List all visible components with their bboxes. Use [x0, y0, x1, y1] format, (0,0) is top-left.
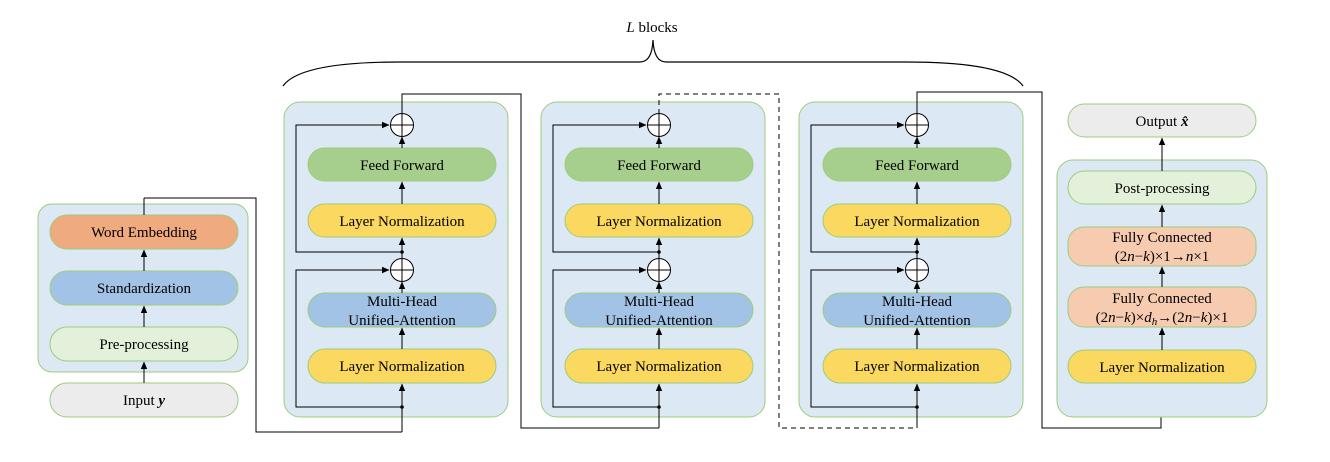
- input-box: Input y: [49, 382, 239, 418]
- block-wiring: [295, 121, 406, 432]
- word-embedding-label: Word Embedding: [91, 225, 197, 241]
- attention-box: Multi-Head Unified-Attention: [822, 292, 1012, 329]
- layer-norm-bottom-box: Layer Normalization: [822, 348, 1012, 384]
- feed-forward-label: Feed Forward: [875, 158, 959, 174]
- block-wiring: [552, 121, 663, 428]
- feed-forward-box: Feed Forward: [307, 147, 497, 182]
- attention-label-line1: Multi-Head: [624, 294, 694, 310]
- feed-forward-label: Feed Forward: [617, 158, 701, 174]
- layer-norm-bottom-label: Layer Normalization: [339, 359, 465, 375]
- input-label: Input y: [123, 393, 165, 409]
- attention-box: Multi-Head Unified-Attention: [307, 292, 497, 329]
- layer-norm-top-box: Layer Normalization: [307, 203, 497, 238]
- layer-norm-bottom-label: Layer Normalization: [854, 359, 980, 375]
- standardization-box: Standardization: [49, 270, 239, 306]
- output-label: Output x̂: [1136, 114, 1189, 130]
- junction-dot: [915, 405, 919, 409]
- layer-norm-top-box: Layer Normalization: [822, 203, 1012, 238]
- fully-connected-1-box: Fully Connected (2n−k)×1→n×1: [1067, 226, 1257, 267]
- pre-processing-box: Pre-processing: [49, 326, 239, 362]
- junction-dot: [400, 405, 404, 409]
- feed-forward-box: Feed Forward: [564, 147, 754, 182]
- pre-processing-label: Pre-processing: [99, 337, 189, 353]
- l-blocks-brace: [282, 39, 1024, 87]
- layer-norm-top-label: Layer Normalization: [339, 214, 465, 230]
- layer-norm-bottom-label: Layer Normalization: [596, 359, 722, 375]
- attention-label-line2: Unified-Attention: [863, 313, 971, 329]
- output-box: Output x̂: [1067, 103, 1257, 138]
- fc2-formula: (2n−k)×dh→(2n−k)×1: [1096, 310, 1229, 328]
- word-embedding-box: Word Embedding: [49, 214, 239, 250]
- junction-dot: [400, 250, 404, 254]
- feed-forward-label: Feed Forward: [360, 158, 444, 174]
- post-processing-label: Post-processing: [1115, 181, 1210, 197]
- layer-norm-output-box: Layer Normalization: [1067, 349, 1257, 384]
- ellipsis-connector: [658, 93, 917, 429]
- residual-add-2: [390, 113, 414, 137]
- fully-connected-2-box: Fully Connected (2n−k)×dh→(2n−k)×1: [1067, 286, 1257, 328]
- layer-norm-bottom-box: Layer Normalization: [564, 348, 754, 384]
- junction-dot: [657, 405, 661, 409]
- residual-add-1: [647, 258, 671, 282]
- residual-add-1: [390, 258, 414, 282]
- layer-norm-top-box: Layer Normalization: [564, 203, 754, 238]
- layer-norm-top-label: Layer Normalization: [854, 214, 980, 230]
- residual-add-2: [905, 113, 929, 137]
- fc1-title: Fully Connected: [1112, 230, 1212, 246]
- feed-forward-box: Feed Forward: [822, 147, 1012, 182]
- junction-dot: [915, 250, 919, 254]
- residual-add-1: [905, 258, 929, 282]
- diagram-title: L blocks: [625, 20, 677, 36]
- residual-add-2: [647, 113, 671, 137]
- junction-dot: [657, 250, 661, 254]
- layer-norm-output-label: Layer Normalization: [1099, 360, 1225, 376]
- fc1-formula: (2n−k)×1→n×1: [1115, 249, 1210, 265]
- fc2-title: Fully Connected: [1112, 291, 1212, 307]
- attention-box: Multi-Head Unified-Attention: [564, 292, 754, 329]
- transformer-block-2: Feed Forward Layer Normalization Multi-H…: [540, 101, 766, 428]
- attention-label-line2: Unified-Attention: [605, 313, 713, 329]
- inter-block-connectors: [144, 91, 1165, 433]
- layer-norm-top-label: Layer Normalization: [596, 214, 722, 230]
- attention-label-line1: Multi-Head: [882, 294, 952, 310]
- transformer-block-3: Feed Forward Layer Normalization Multi-H…: [798, 101, 1024, 428]
- layer-norm-bottom-box: Layer Normalization: [307, 348, 497, 384]
- attention-label-line1: Multi-Head: [367, 294, 437, 310]
- standardization-label: Standardization: [97, 281, 192, 297]
- attention-label-line2: Unified-Attention: [348, 313, 456, 329]
- transformer-block-1: Feed Forward Layer Normalization Multi-H…: [283, 101, 509, 432]
- post-processing-box: Post-processing: [1067, 170, 1257, 205]
